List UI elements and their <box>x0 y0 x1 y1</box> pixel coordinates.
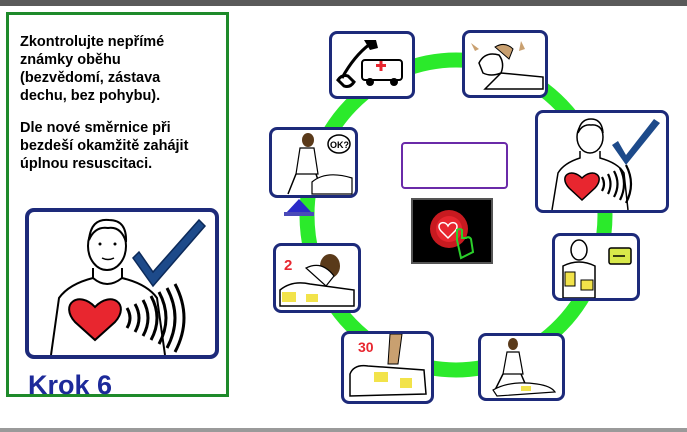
start-button[interactable] <box>411 198 493 264</box>
top-border <box>0 0 687 6</box>
emergency-call-icon <box>336 40 403 88</box>
compression-count-label: 30 <box>358 339 374 355</box>
chest-compression-icon: 30 <box>349 334 427 397</box>
triangle-up-icon <box>284 212 314 216</box>
head-tilt-icon <box>471 41 544 90</box>
step-card-emergency-call[interactable] <box>329 31 415 99</box>
heart-press-icon <box>430 210 475 260</box>
circulation-check-icon <box>50 218 207 355</box>
step-info-panel: Zkontrolujte nepřímé známky oběhu (bezvě… <box>6 12 229 400</box>
circulation-check-icon <box>551 118 660 210</box>
recovery-position-icon <box>492 338 557 397</box>
guideline-note-text: Dle nové směrnice při bezdeší okamžitě z… <box>20 120 189 172</box>
step-card-aed[interactable] <box>552 233 640 301</box>
step-card-circulation-check[interactable] <box>535 110 669 213</box>
step-card-consciousness-check[interactable]: OK? <box>269 127 358 198</box>
step-card-recovery-position[interactable] <box>478 333 565 401</box>
step-title: Krok 6 <box>28 370 113 400</box>
step-card-rescue-breath[interactable]: 2 <box>273 243 361 313</box>
aed-icon <box>562 239 632 298</box>
step-label-box <box>401 142 508 189</box>
breath-count-label: 2 <box>284 257 292 274</box>
ok-question-label: OK? <box>330 140 349 150</box>
step-instruction-text: Zkontrolujte nepřímé známky oběhu (bezvě… <box>20 34 165 104</box>
rescue-breath-icon: 2 <box>279 254 355 307</box>
bottom-border <box>0 428 687 432</box>
step-card-chest-compression[interactable]: 30 <box>341 331 434 404</box>
consciousness-check-icon: OK? <box>287 133 353 195</box>
step-illustration <box>25 208 219 359</box>
previous-step-button[interactable] <box>286 199 312 213</box>
step-card-head-tilt[interactable] <box>462 30 548 98</box>
